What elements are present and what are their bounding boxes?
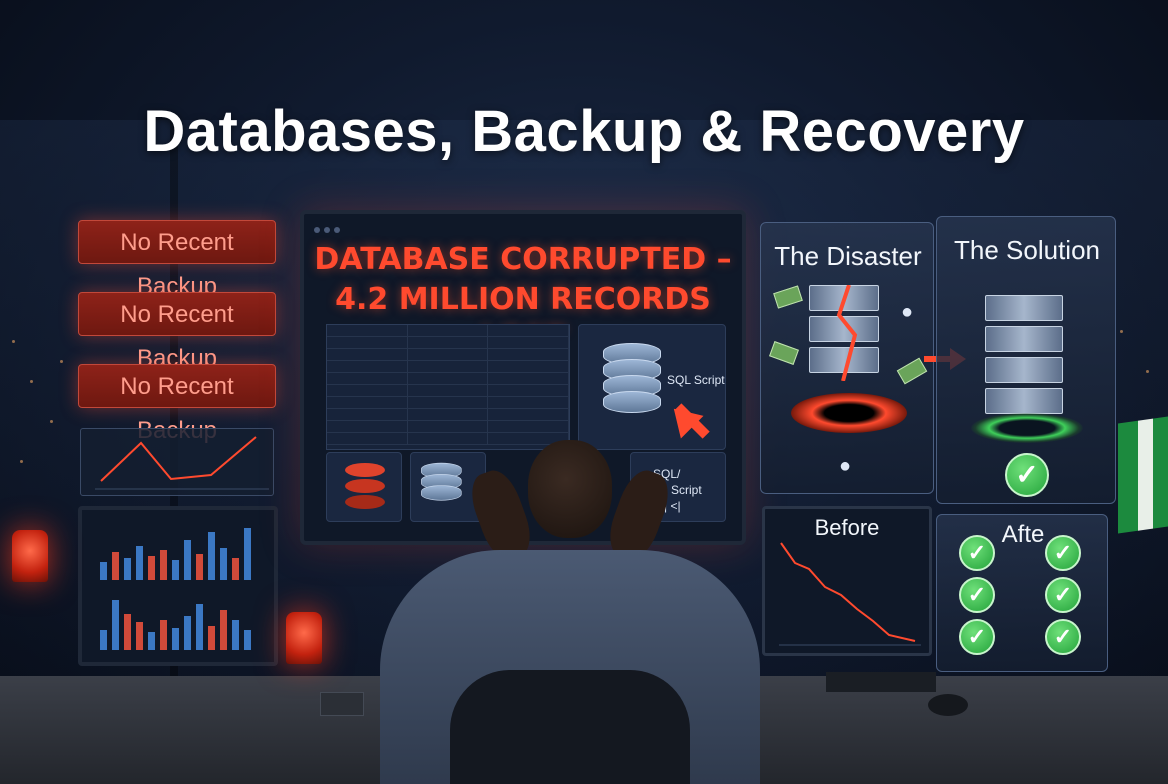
before-title: Before [814,515,880,540]
alarm-beacon-icon [12,530,48,582]
monitor-stand [826,672,936,692]
warning-badge: No Recent Backup [78,364,276,444]
check-icon: ✓ [1045,535,1081,571]
green-portal-icon [971,413,1083,443]
sql-script-label: SQL Script [667,373,725,387]
mouse-icon [928,694,968,716]
vortex-hole-icon [791,393,907,433]
broken-database-icon [345,463,385,513]
user-icon: ● [839,455,852,477]
window-dots [314,220,344,238]
sql-script-panel: SQL Script [578,324,726,450]
main-monitor: DATABASE CORRUPTED – 4.2 MILLION RECORDS… [300,210,746,545]
bar-graphic-bottom [92,590,268,650]
money-bill-icon [773,285,803,309]
check-icon: ✓ [959,535,995,571]
alarm-beacon-icon [286,612,322,664]
warning-badge: No Recent Backup [78,220,276,300]
check-icon: ✓ [1045,619,1081,655]
city-lights-left [0,300,80,680]
before-monitor: Before [762,506,932,656]
database-icon [421,462,462,501]
flag-icon [1118,416,1168,534]
after-card: Afte ✓ ✓ ✓ ✓ ✓ ✓ [936,514,1108,672]
check-icon: ✓ [1005,453,1049,497]
head-shape [528,440,612,538]
money-bill-icon [769,341,799,365]
check-icon: ✓ [959,577,995,613]
broken-server-icon [809,285,889,381]
keyboard-icon [320,692,364,716]
solution-title: The Solution [954,235,1100,265]
after-title: Afte [1001,521,1045,548]
falling-line-graphic [95,436,269,490]
user-icon: ● [901,301,914,323]
database-icon [603,343,661,413]
broken-db-box [326,452,402,522]
records-table [326,324,570,450]
stressed-person-figure [360,430,780,784]
bar-monitor [78,506,278,666]
server-stack-icon [985,295,1069,425]
decline-line-graphic [779,542,921,646]
disaster-title: The Disaster [774,241,922,271]
bar-graphic-top [92,520,268,580]
disaster-card: The Disaster ● ● [760,222,934,494]
check-icon: ✓ [1045,577,1081,613]
check-icon: ✓ [959,619,995,655]
mini-line-chart-panel [80,428,274,496]
money-bill-icon [896,357,928,385]
alert-line-1: DATABASE CORRUPTED – [314,242,732,277]
chair-back-shape [450,670,690,784]
warning-badge: No Recent Backup [78,292,276,372]
page-title: Databases, Backup & Recovery [143,99,1025,164]
sql-label-b: Script [671,483,702,497]
solution-card: The Solution ✓ [936,216,1116,504]
